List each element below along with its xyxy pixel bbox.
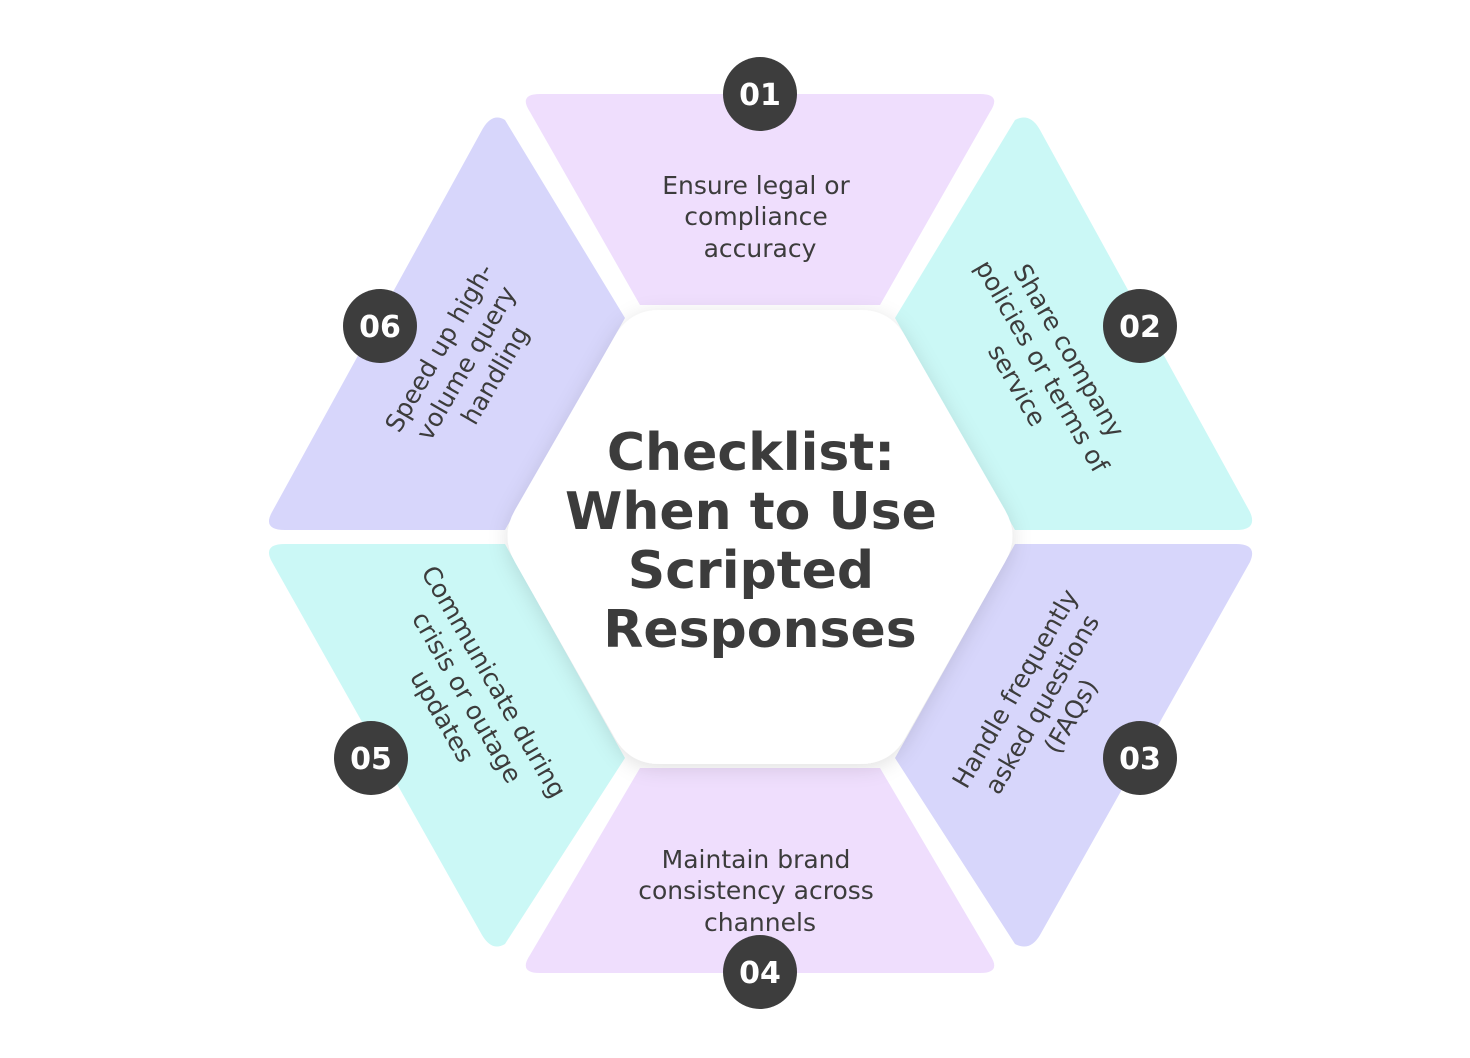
- badge-06: 06: [343, 289, 417, 363]
- badge-04: 04: [723, 935, 797, 1009]
- center-hexagon: [507, 310, 1013, 764]
- title-line-3: Scripted: [628, 541, 874, 601]
- title-line-1: Checklist:: [607, 423, 895, 483]
- badge-02-circle: [1103, 289, 1177, 363]
- segment-01-line-2: compliance: [684, 202, 827, 231]
- badge-01-circle: [723, 57, 797, 131]
- badge-01: 01: [723, 57, 797, 131]
- badge-06-number: 06: [359, 310, 401, 345]
- segment-05-shape: [268, 544, 625, 947]
- title-line-4: Responses: [603, 600, 916, 660]
- segment-04-label: Maintain brand consistency across channe…: [638, 845, 882, 937]
- badge-06-circle: [343, 289, 417, 363]
- segment-03-shape: [895, 544, 1253, 947]
- segment-02-shape: [895, 117, 1253, 531]
- segment-01-line-3: accuracy: [704, 234, 817, 263]
- badge-02-number: 02: [1119, 310, 1161, 345]
- badge-01-number: 01: [739, 78, 781, 113]
- segment-01-shape: [525, 94, 995, 305]
- badge-05-circle: [334, 721, 408, 795]
- segment-01-line-1: Ensure legal or: [662, 171, 850, 200]
- title-line-2: When to Use: [565, 482, 937, 542]
- badge-05: 05: [334, 721, 408, 795]
- segment-04-line-2: consistency across: [638, 876, 874, 905]
- segment-06-shape: [268, 117, 625, 531]
- segment-04-line-1: Maintain brand: [662, 845, 851, 874]
- badge-03-circle: [1103, 721, 1177, 795]
- badge-03-number: 03: [1119, 742, 1161, 777]
- segment-05: Communicate during crisis or outage upda…: [268, 544, 625, 947]
- badge-04-number: 04: [739, 956, 781, 991]
- segment-04-line-3: channels: [704, 908, 816, 937]
- badge-04-circle: [723, 935, 797, 1009]
- segment-03: Handle frequently asked questions (FAQs): [895, 544, 1253, 947]
- center-title: Checklist: When to Use Scripted Response…: [565, 423, 955, 660]
- badge-03: 03: [1103, 721, 1177, 795]
- segment-01: Ensure legal or compliance accuracy: [525, 94, 995, 305]
- segment-04-shape: [525, 768, 995, 973]
- badge-05-number: 05: [350, 742, 392, 777]
- segment-02: Share company policies or terms of servi…: [895, 117, 1253, 531]
- segment-04: Maintain brand consistency across channe…: [525, 768, 995, 973]
- segment-06: Speed up high- volume query handling: [268, 117, 625, 531]
- badge-02: 02: [1103, 289, 1177, 363]
- segment-01-label: Ensure legal or compliance accuracy: [662, 171, 858, 263]
